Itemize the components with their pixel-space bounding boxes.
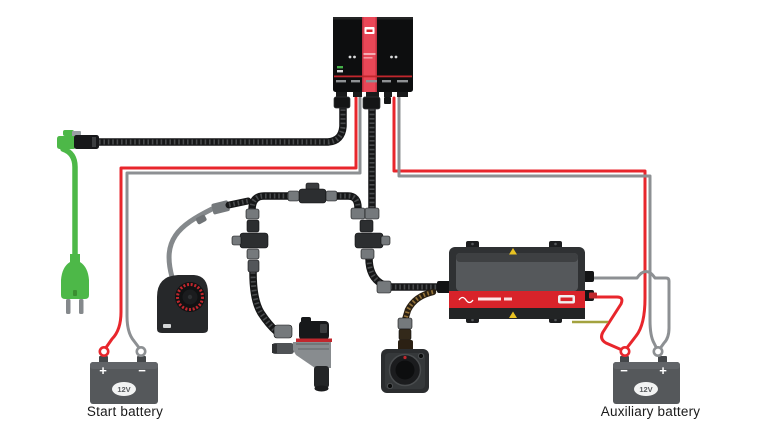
indicator-leds: [348, 55, 398, 59]
control-unit: [333, 17, 413, 110]
ring-terminal-gray: [652, 345, 664, 357]
ac-plug-cable: [57, 130, 99, 314]
screw-hole: [386, 382, 393, 389]
auxiliary-battery-voltage-oval: [634, 382, 658, 396]
start-battery-positive-sign: +: [99, 363, 107, 378]
start-battery-negative-sign: −: [138, 363, 146, 378]
auxiliary-battery-label: Auxiliary battery: [600, 404, 701, 419]
fan-grille-icon: [176, 283, 204, 311]
charger-unit: [437, 241, 597, 323]
sine-wave-icon: [458, 296, 474, 304]
ac-inline-connector: [57, 130, 99, 149]
ring-terminal-red: [98, 345, 110, 357]
ac-mains-plug-icon: [61, 254, 89, 314]
socket-cable-connectors: [397, 317, 413, 341]
engine-heater-connector: [273, 324, 293, 339]
charger-red-band: [449, 291, 585, 308]
port-harness-connector: [362, 96, 381, 110]
port-small-connector: [384, 97, 391, 104]
legend-mark-white: [337, 70, 343, 73]
engine-heater: [272, 317, 332, 392]
port-labels: [336, 80, 408, 83]
start-battery-label: Start battery: [86, 404, 164, 419]
legend-mark-green: [337, 66, 343, 69]
cabin-heater-cable: [166, 206, 215, 280]
left-branch-connectors: [231, 208, 269, 273]
auxiliary-battery: [613, 345, 680, 404]
t-connector-top: [287, 182, 338, 204]
cabin-heater-logo-chip: [163, 324, 171, 328]
charger-model-text: [478, 297, 501, 301]
auxiliary-battery-positive-sign: +: [659, 363, 667, 378]
charger-output-wires: [582, 270, 671, 352]
screw-hole: [417, 352, 424, 359]
engine-heater-housing: [293, 342, 331, 368]
charger-cable-sleeve: [376, 280, 392, 294]
warning-icon: [509, 311, 517, 318]
start-battery-wires: [103, 96, 362, 351]
ring-terminal-red: [619, 345, 631, 357]
start-battery: [90, 345, 158, 404]
start-battery-voltage: 12V: [117, 384, 131, 394]
socket-outlet: [381, 340, 429, 393]
charger-input-connector: [437, 281, 451, 293]
auxiliary-battery-voltage: 12V: [639, 384, 653, 394]
auxiliary-battery-wires: [392, 96, 659, 351]
corrugated-cables: [95, 92, 441, 335]
start-battery-voltage-oval: [112, 382, 136, 396]
socket-recess: [395, 360, 415, 380]
ac-cable-green: [60, 146, 78, 260]
cabin-heater: [157, 197, 252, 333]
engine-heater-red-stripe: [296, 338, 332, 342]
harness-connectors: [231, 182, 413, 341]
right-branch-connectors: [350, 207, 391, 260]
socket-cable-brown: [401, 288, 437, 324]
auxiliary-battery-negative-sign: −: [620, 363, 628, 378]
cabin-heater-connector: [211, 200, 230, 215]
port-mains-connector: [333, 96, 351, 109]
engine-heater-pipe: [314, 366, 329, 388]
warning-icon: [509, 248, 517, 255]
ring-terminal-gray: [135, 345, 147, 357]
